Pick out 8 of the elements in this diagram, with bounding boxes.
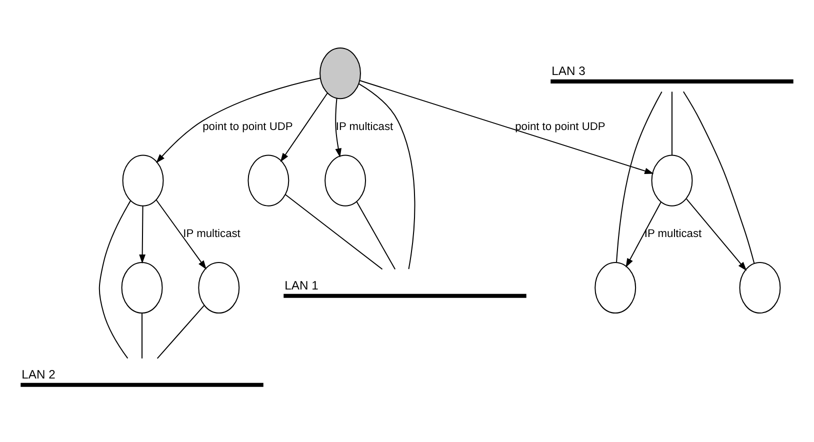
edge-label: IP multicast xyxy=(336,120,394,132)
edge-label: IP multicast xyxy=(183,227,240,240)
node-label: LAN 2 xyxy=(22,366,56,381)
edge-label: point to point UDP xyxy=(202,120,293,132)
node-label: LAN 1 xyxy=(284,278,318,292)
edge-label: point to point UDP xyxy=(515,120,606,132)
edge-label: IP multicast xyxy=(644,227,702,240)
node-label: LAN 3 xyxy=(552,63,586,78)
